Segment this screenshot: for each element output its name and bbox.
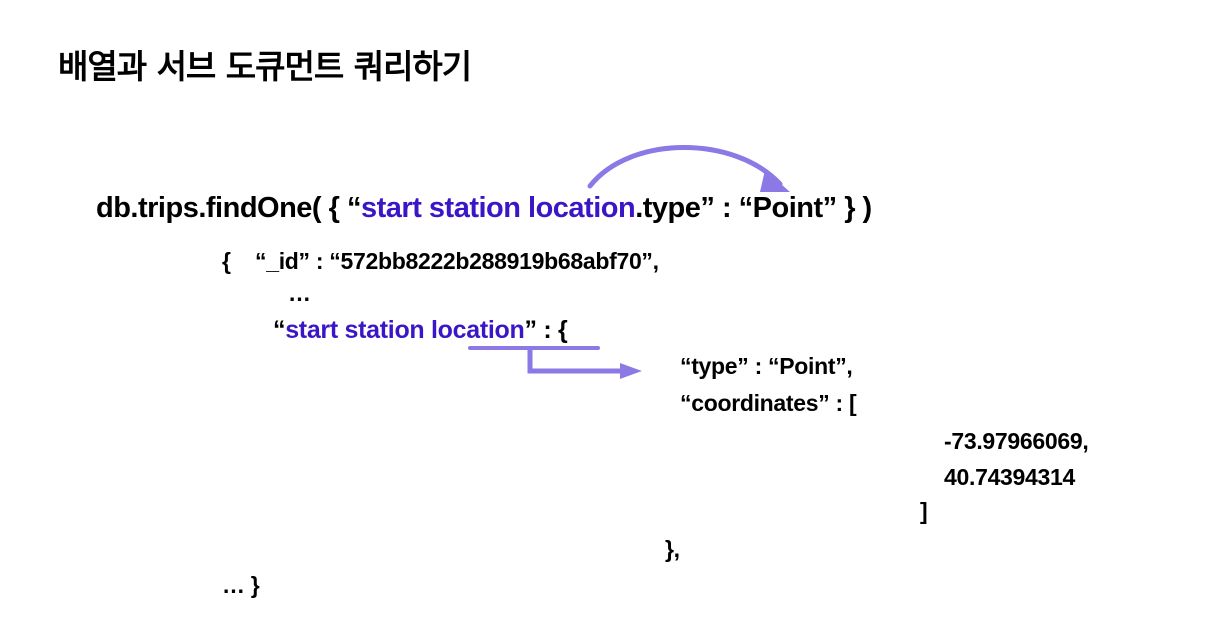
query-line: db.trips.findOne( { “start station locat… (96, 194, 872, 223)
coordinates-line: “coordinates” : [ (680, 390, 857, 416)
curved-arrowhead (760, 170, 790, 192)
doc-id-line: { “_id” : “572bb8222b288919b68abf70”, (222, 248, 659, 274)
ssl-close: ” : { (524, 316, 568, 344)
doc-ellipsis: … (288, 280, 311, 306)
curved-arrow (587, 145, 783, 189)
ssl-location: location (431, 316, 525, 344)
document-close: … } (222, 572, 260, 598)
type-line: “type” : “Point”, (680, 353, 853, 379)
query-field-suffix: .type (635, 192, 701, 224)
slide-title: 배열과 서브 도큐먼트 쿼리하기 (58, 47, 472, 86)
subdocument-close: }, (665, 536, 680, 562)
ssl-start: start station (285, 316, 432, 344)
query-prefix: db.trips.findOne( { “ (96, 192, 362, 224)
query-rest: ” : “Point” } ) (700, 192, 872, 224)
coordinate-longitude: -73.97966069, (944, 428, 1089, 454)
query-field-highlight: start station location (361, 192, 636, 224)
connector-arrowhead (620, 363, 642, 379)
coordinates-close-bracket: ] (920, 498, 928, 524)
start-station-location-line: “start station location” : { (273, 316, 568, 344)
connector-arrow (527, 348, 622, 374)
ssl-open-quote: “ (273, 316, 286, 344)
coordinate-latitude: 40.74394314 (944, 464, 1076, 490)
